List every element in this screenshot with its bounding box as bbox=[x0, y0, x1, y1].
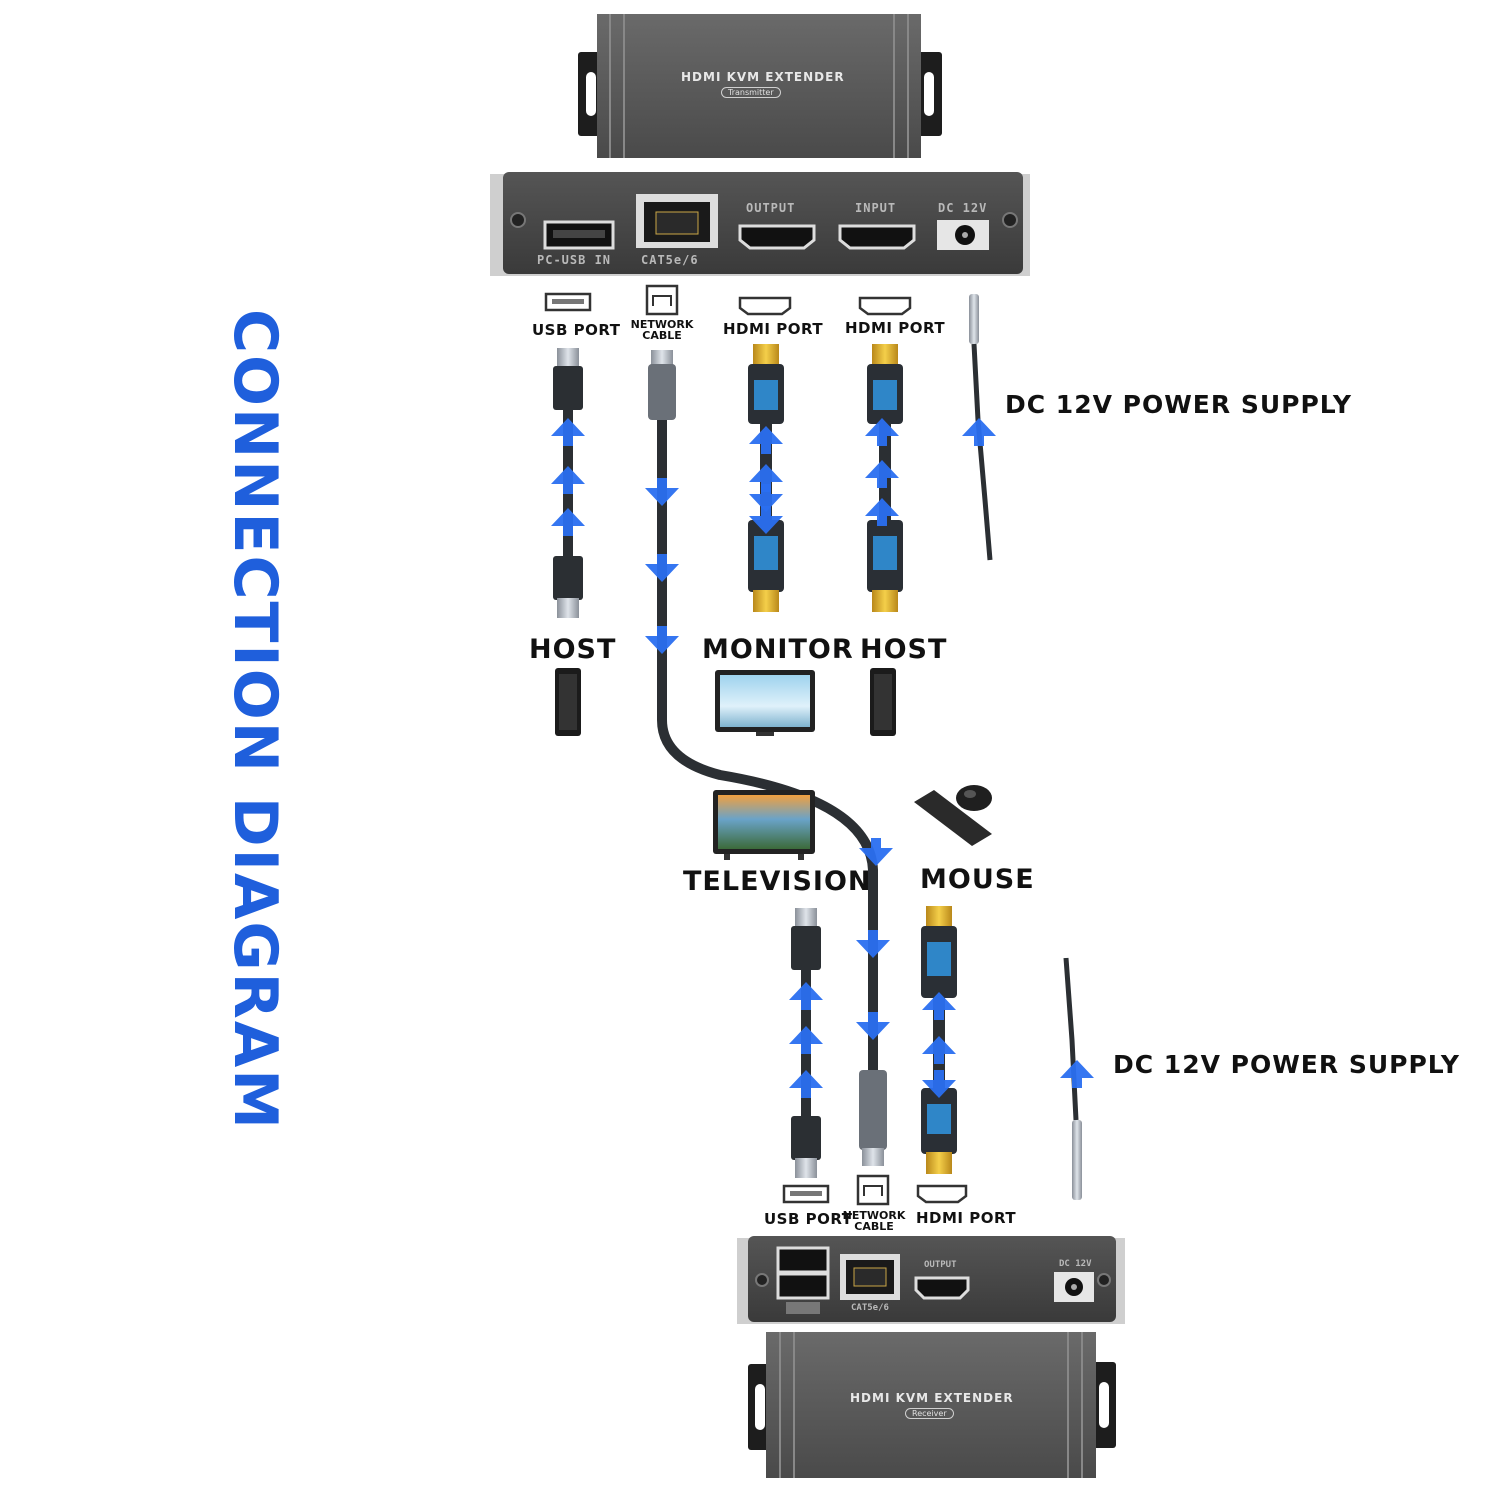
arrow-up-icon bbox=[789, 1070, 823, 1098]
transmitter-top-view bbox=[578, 14, 942, 158]
receiver-model: Receiver bbox=[905, 1408, 954, 1419]
keyboard-mouse-icon bbox=[914, 785, 992, 846]
hdmi-cable bbox=[748, 344, 784, 612]
television-label: TELEVISION bbox=[683, 866, 872, 897]
hdmi-port-icon bbox=[916, 1184, 968, 1204]
arrow-up-icon bbox=[551, 508, 585, 536]
arrow-down-icon bbox=[645, 626, 679, 654]
arrow-up-icon bbox=[551, 466, 585, 494]
top-hdmi-port-label-1: HDMI PORT bbox=[723, 320, 824, 338]
arrow-up-icon bbox=[551, 418, 585, 446]
monitor-label: MONITOR bbox=[702, 634, 854, 665]
tx-dc-label: DC 12V bbox=[938, 201, 988, 215]
arrow-down-icon bbox=[856, 930, 890, 958]
arrow-down-icon bbox=[645, 554, 679, 582]
receiver-front-panel bbox=[737, 1236, 1125, 1324]
hdmi-cable bbox=[921, 906, 957, 1174]
dc-power-cable bbox=[969, 294, 993, 561]
transmitter-model: Transmitter bbox=[721, 87, 781, 98]
arrow-up-icon bbox=[749, 426, 783, 454]
receiver-top-view bbox=[748, 1332, 1116, 1478]
arrow-up-icon bbox=[865, 498, 899, 526]
top-hdmi-port-label-2: HDMI PORT bbox=[845, 319, 946, 337]
receiver-brand: HDMI KVM EXTENDER bbox=[850, 1391, 1014, 1405]
arrow-up-icon bbox=[789, 1026, 823, 1054]
top-power-label: DC 12V POWER SUPPLY bbox=[1005, 390, 1352, 419]
hdmi-port-icon bbox=[858, 296, 912, 316]
network-port-icon bbox=[645, 284, 679, 316]
signal-arrows bbox=[551, 418, 1094, 1098]
diagram-title: CONNECTION DIAGRAM bbox=[220, 308, 290, 1132]
monitor-icon bbox=[715, 670, 815, 736]
usb-port-icon bbox=[544, 292, 592, 312]
bottom-power-label: DC 12V POWER SUPPLY bbox=[1113, 1050, 1460, 1079]
arrow-up-icon bbox=[865, 418, 899, 446]
rx-output-label: OUTPUT bbox=[924, 1260, 957, 1270]
rx-dc-label: DC 12V bbox=[1059, 1259, 1092, 1269]
hdmi-cable bbox=[867, 344, 903, 612]
mouse-label: MOUSE bbox=[920, 864, 1035, 895]
transmitter-front-panel bbox=[490, 172, 1030, 276]
bottom-usb-port-label: USB PORT bbox=[764, 1210, 853, 1228]
arrow-up-icon bbox=[922, 1036, 956, 1064]
arrow-down-icon bbox=[749, 506, 783, 534]
bottom-hdmi-port-label: HDMI PORT bbox=[916, 1209, 1017, 1227]
arrow-down-icon bbox=[922, 1070, 956, 1098]
dc-power-cable bbox=[1063, 957, 1082, 1200]
host-1-label: HOST bbox=[529, 634, 617, 665]
host-2-label: HOST bbox=[860, 634, 948, 665]
tx-usb-label: PC-USB IN bbox=[537, 253, 612, 267]
network-port-icon bbox=[856, 1174, 890, 1206]
transmitter-brand: HDMI KVM EXTENDER bbox=[681, 70, 845, 84]
rx-lan-label: CAT5e/6 bbox=[851, 1303, 889, 1313]
arrow-up-icon bbox=[962, 418, 996, 446]
arrow-up-icon bbox=[749, 464, 783, 492]
hdmi-port-icon bbox=[738, 296, 792, 316]
arrow-up-icon bbox=[789, 982, 823, 1010]
television-icon bbox=[713, 790, 815, 860]
arrow-down-icon bbox=[859, 838, 893, 866]
usb-port-icon bbox=[782, 1184, 830, 1204]
top-usb-port-label: USB PORT bbox=[532, 321, 621, 339]
host-pc-icon bbox=[870, 668, 896, 736]
arrow-down-icon bbox=[856, 1012, 890, 1040]
host-pc-icon bbox=[555, 668, 581, 736]
arrow-down-icon bbox=[645, 478, 679, 506]
network-cable bbox=[648, 350, 887, 1166]
arrow-down-icon bbox=[749, 484, 783, 512]
tx-lan-label: CAT5e/6 bbox=[641, 253, 699, 267]
arrow-up-icon bbox=[865, 460, 899, 488]
arrow-up-icon bbox=[1060, 1060, 1094, 1088]
arrow-up-icon bbox=[922, 992, 956, 1020]
tx-output-label: OUTPUT bbox=[746, 201, 796, 215]
tx-input-label: INPUT bbox=[855, 201, 897, 215]
